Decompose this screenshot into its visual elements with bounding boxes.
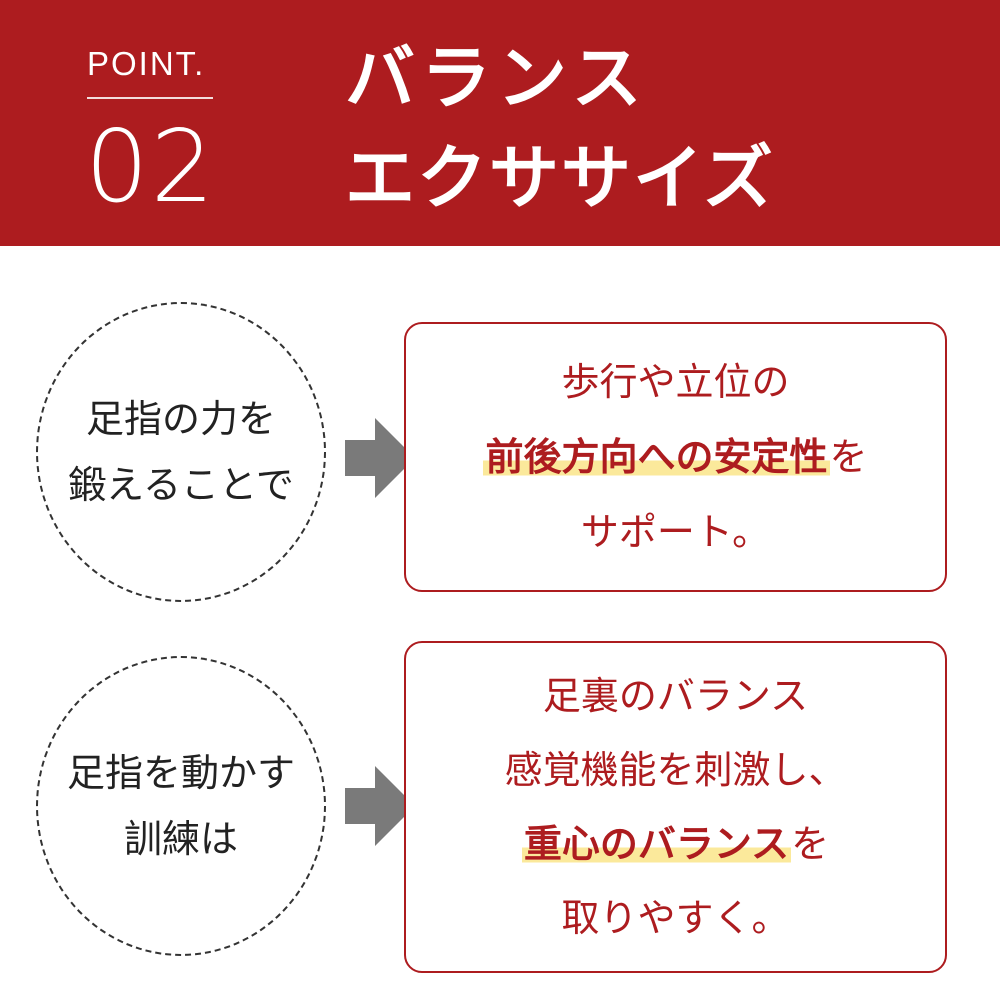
cause-circle-2: 足指を動かす 訓練は	[36, 656, 326, 956]
effect-box-2: 足裏のバランス 感覚機能を刺激し、 重心のバランスを 取りやすく。	[404, 641, 947, 973]
box-text-line: サポート。	[580, 509, 771, 554]
box-text-line: 歩行や立位の	[561, 359, 790, 404]
cause-circle-1: 足指の力を 鍛えることで	[36, 302, 326, 602]
effect-box-1: 歩行や立位の 前後方向への安定性を サポート。	[404, 322, 947, 592]
circle-text-line: 足指の力を	[85, 397, 276, 441]
box-text-suffix: を	[829, 434, 868, 479]
circle-text-line: 訓練は	[123, 817, 238, 861]
highlighted-text: 重心のバランス	[521, 822, 792, 866]
title-line-1: バランス	[345, 37, 648, 119]
point-divider	[87, 97, 213, 99]
box-text-line: 取りやすく。	[561, 896, 790, 940]
box-text-line: 感覚機能を刺激し、	[504, 748, 847, 792]
box-text-line: 重心のバランスを	[521, 807, 830, 881]
arrow-right-icon	[345, 766, 415, 846]
circle-text-line: 足指を動かす	[66, 751, 295, 795]
highlighted-text: 前後方向への安定性	[483, 434, 830, 479]
circle-text-line: 鍛えることで	[68, 463, 294, 507]
title-line-2: エクササイズ	[345, 137, 775, 219]
box-text-line: 足裏のバランス	[542, 674, 809, 718]
box-text-line: 前後方向への安定性を	[483, 420, 868, 495]
box-text-suffix: を	[791, 822, 830, 866]
header-banner: POINT. 02 バランス エクササイズ	[0, 0, 1000, 246]
point-number: 02	[85, 108, 217, 225]
point-label: POINT.	[87, 45, 206, 82]
arrow-right-icon	[345, 418, 415, 498]
